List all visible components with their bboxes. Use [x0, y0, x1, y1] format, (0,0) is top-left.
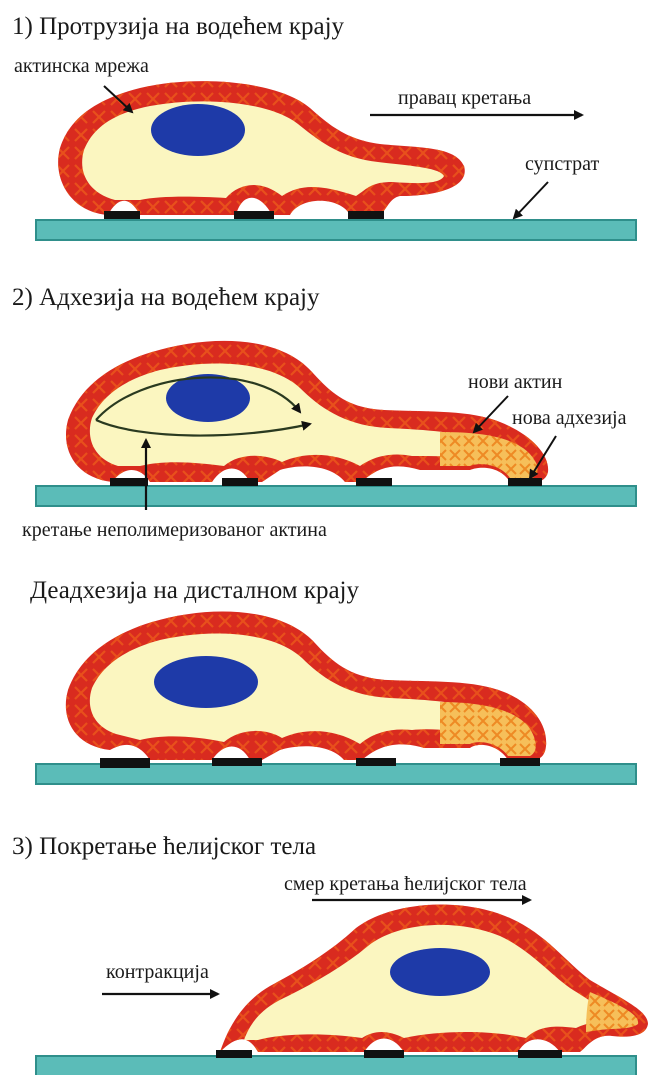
adhesion-complex — [364, 1050, 404, 1058]
nucleus — [390, 948, 490, 996]
adhesion-complex — [356, 478, 392, 486]
panel-2-title: 2) Адхезија на водећем крају — [12, 284, 320, 311]
label-unpolymerized-actin: кретање неполимеризованог актина — [22, 519, 327, 541]
adhesion-complex — [356, 758, 396, 766]
panel-1-title: 1) Протрузија на водећем крају — [12, 13, 345, 40]
detached-adhesion-complex — [100, 758, 150, 768]
new-adhesion-complex — [508, 478, 542, 486]
label-actin-network: актинска мрежа — [14, 55, 149, 77]
nucleus — [151, 104, 245, 156]
adhesion-complex — [212, 758, 262, 766]
adhesion-complex — [500, 758, 540, 766]
substrate-pointer — [514, 182, 548, 218]
label-contraction: контракција — [106, 961, 209, 983]
panel-deadhesion: Деадхезија на дисталном крају — [30, 577, 636, 784]
cell — [66, 611, 546, 768]
adhesion-complex — [222, 478, 258, 486]
label-substrate: супстрат — [525, 153, 600, 175]
substrate-bar — [36, 220, 636, 240]
adhesion-complex — [216, 1050, 252, 1058]
label-new-adhesion: нова адхезија — [512, 407, 627, 429]
adhesion-complex — [234, 211, 274, 219]
nucleus — [166, 374, 250, 422]
panel-1: 1) Протрузија на водећем крају актинска … — [12, 13, 636, 240]
label-new-actin: нови актин — [468, 371, 563, 393]
cell — [66, 341, 548, 486]
adhesion-complex — [518, 1050, 562, 1058]
adhesion-complex — [110, 478, 148, 486]
panel-2: 2) Адхезија на водећем крају нови актин … — [12, 284, 636, 541]
panel-deadhesion-title: Деадхезија на дисталном крају — [30, 577, 360, 604]
label-cell-body-direction: смер кретања ћелијског тела — [284, 873, 527, 895]
panel-3-title: 3) Покретање ћелијског тела — [12, 833, 316, 860]
adhesion-complex — [104, 211, 140, 219]
substrate-bar — [36, 1056, 636, 1075]
panel-3: 3) Покретање ћелијског тела смер кретања… — [12, 833, 648, 1075]
label-direction: правац кретања — [398, 87, 531, 109]
cell — [216, 905, 648, 1058]
adhesion-complex — [348, 211, 384, 219]
substrate-bar — [36, 486, 636, 506]
nucleus — [154, 656, 258, 708]
